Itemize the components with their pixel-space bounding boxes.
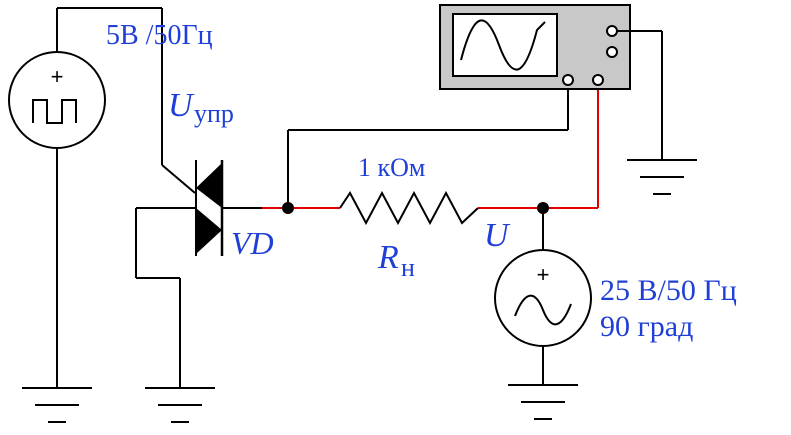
- resistor-label: R: [377, 239, 399, 276]
- square-wave-source-icon: +: [8, 8, 106, 388]
- control-wire: [57, 7, 196, 194]
- oscilloscope-icon: [439, 4, 631, 90]
- ac-source-plus: +: [537, 262, 550, 287]
- sine-wave-source-icon: +: [494, 249, 592, 385]
- control-voltage-label: U: [168, 87, 195, 124]
- device-label: VD: [231, 225, 274, 261]
- ground-icon: [22, 387, 92, 423]
- ground-icon: [145, 387, 215, 423]
- square-source-plus: +: [51, 64, 64, 89]
- output-voltage-label: U: [484, 217, 511, 254]
- ground-icon: [508, 384, 578, 420]
- scope-ground-wire: [617, 30, 663, 160]
- resistor-subscript: н: [401, 253, 415, 282]
- triac-icon: [135, 160, 224, 388]
- ac-source-label-line1: 25 В/50 Гц: [600, 274, 737, 307]
- series-wire: [222, 80, 599, 250]
- square-source-label: 5В /50Гц: [106, 20, 213, 51]
- control-voltage-subscript: упр: [194, 99, 234, 128]
- ac-source-label-line2: 90 град: [600, 310, 693, 343]
- resistor-icon: [339, 190, 479, 226]
- resistance-value-label: 1 кОм: [358, 153, 425, 182]
- ground-icon: [627, 159, 697, 195]
